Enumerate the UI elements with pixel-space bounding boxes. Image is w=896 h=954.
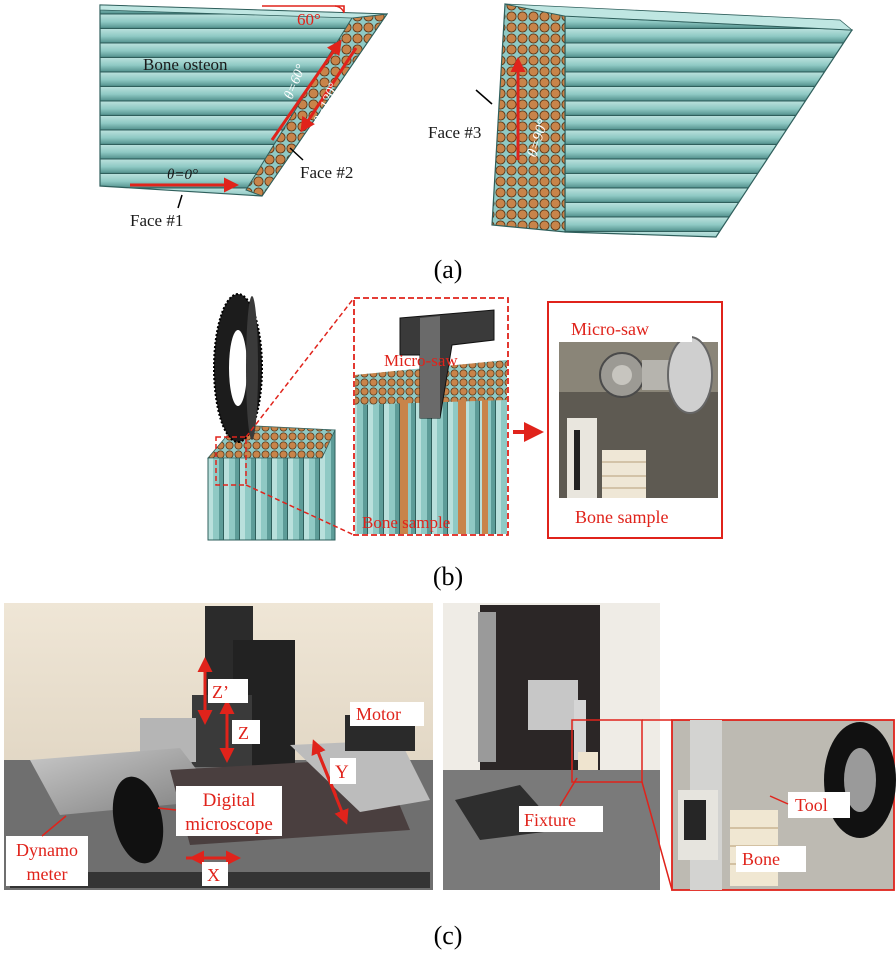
bone-osteon-label: Bone osteon xyxy=(143,55,228,74)
setup-photo-right: Fixture xyxy=(443,603,673,891)
face2-label: Face #2 xyxy=(300,163,353,182)
right-osteon-block: θ=90° Face #3 xyxy=(428,3,854,238)
angle-corner-label: 60° xyxy=(297,10,321,29)
digital-microscope-label-2: microscope xyxy=(185,814,273,835)
panel-a: 60° Bone osteon θ=0° θ=60° θ=120° Face #… xyxy=(99,3,854,284)
x-label: X xyxy=(207,865,220,885)
theta60-arrow xyxy=(270,39,342,141)
theta0-label: θ=0° xyxy=(167,167,198,183)
caption-c: (c) xyxy=(434,921,463,950)
left-osteon-block: 60° Bone osteon θ=0° θ=60° θ=120° Face #… xyxy=(99,4,389,230)
zprime-label: Z’ xyxy=(212,682,229,702)
setup-photo-left: Z’ Z Y X Motor Digital microscope Dynamo… xyxy=(4,603,433,890)
tool-bone-zoom-photo: Tool Bone xyxy=(671,719,896,891)
caption-a: (a) xyxy=(434,255,463,284)
y-label: Y xyxy=(335,762,349,783)
motor-label: Motor xyxy=(356,704,401,724)
panel-c: Z’ Z Y X Motor Digital microscope Dynamo… xyxy=(4,603,896,950)
microsaw-photo: Micro-saw Bone sample xyxy=(547,301,723,539)
bone-label: Bone xyxy=(742,849,780,869)
tool-label: Tool xyxy=(795,795,828,815)
z-label: Z xyxy=(238,723,249,743)
bone-column xyxy=(207,293,355,541)
photo-bone-sample-label: Bone sample xyxy=(575,507,668,527)
theta120-arrow xyxy=(300,47,358,133)
zoom-box: Micro-saw Bone sample xyxy=(353,297,509,536)
dynamometer-label-1: Dynamo xyxy=(16,840,78,860)
face3-label: Face #3 xyxy=(428,123,481,142)
face1-label: Face #1 xyxy=(130,211,183,230)
dynamometer-label-2: meter xyxy=(27,864,68,884)
fixture-label: Fixture xyxy=(524,810,576,830)
caption-b: (b) xyxy=(433,562,463,591)
zoom-micro-saw-label: Micro-saw xyxy=(384,351,458,370)
zoom-bone-sample-label: Bone sample xyxy=(362,513,450,532)
panel-b: Micro-saw Bone sample Micro-saw Bone sam… xyxy=(207,293,723,591)
micro-saw-disk xyxy=(213,293,263,443)
photo-micro-saw-label: Micro-saw xyxy=(571,319,649,339)
digital-microscope-label-1: Digital xyxy=(203,790,256,811)
